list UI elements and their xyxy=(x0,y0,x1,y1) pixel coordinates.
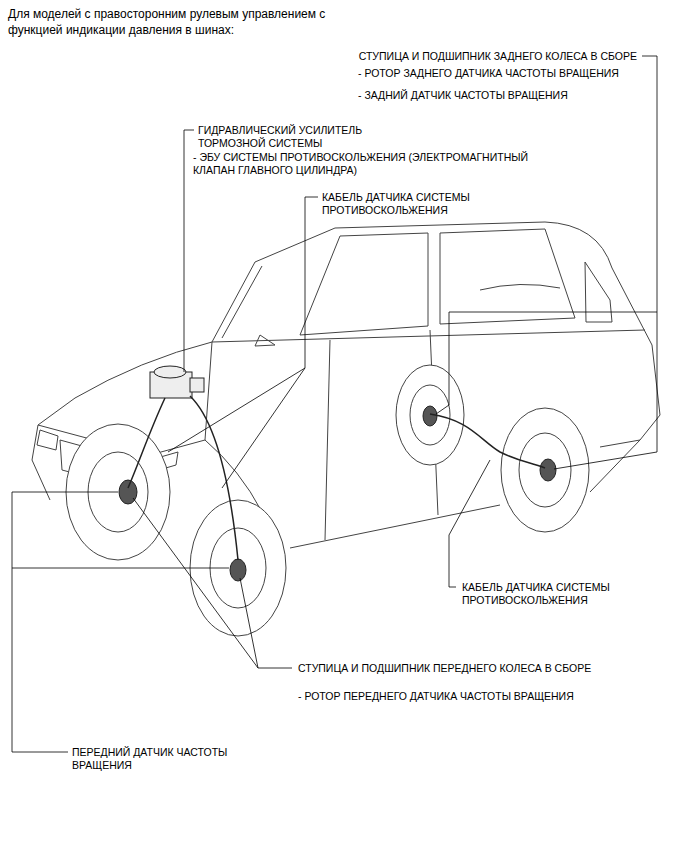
part-label: - РОТОР ПЕРЕДНЕГО ДАТЧИКА ЧАСТОТЫ ВРАЩЕН… xyxy=(298,690,574,703)
leader-lines-part xyxy=(184,130,194,372)
car-body-part xyxy=(212,330,645,342)
label-wrap: ГИДРАВЛИЧЕСКИЙ УСИЛИТЕЛЬ ТОРМОЗНОЙ СИСТЕ… xyxy=(198,124,378,150)
car-body-part xyxy=(290,505,500,548)
leader-lines-part xyxy=(222,368,305,488)
label-wrap: КАБЕЛЬ ДАТЧИКА СИСТЕМЫ ПРОТИВОСКОЛЬЖЕНИЯ xyxy=(462,581,627,607)
leader-lines-part xyxy=(554,56,657,469)
part-label: КАБЕЛЬ ДАТЧИКА СИСТЕМЫ ПРОТИВОСКОЛЬЖЕНИЯ xyxy=(322,191,487,217)
leader-lines-part xyxy=(436,312,657,414)
car-body-part xyxy=(37,430,58,450)
leader-lines-part xyxy=(12,568,229,569)
sensor-cables-part xyxy=(128,398,165,488)
part-label: - ЗАДНИЙ ДАТЧИК ЧАСТОТЫ ВРАЩЕНИЯ xyxy=(358,89,568,102)
label-wrap: - ЭБУ СИСТЕМЫ ПРОТИВОСКОЛЬЖЕНИЯ (ЭЛЕКТРО… xyxy=(193,151,563,177)
leader-lines-part xyxy=(133,498,292,668)
sensor-hubs-part xyxy=(540,459,556,481)
part-label: СТУПИЦА И ПОДШИПНИК ПЕРЕДНЕГО КОЛЕСА В С… xyxy=(298,662,591,675)
car-body-part xyxy=(300,233,428,335)
sensor-cables-part xyxy=(430,414,545,468)
label-wrap: - РОТОР ПЕРЕДНЕГО ДАТЧИКА ЧАСТОТЫ ВРАЩЕН… xyxy=(298,690,574,703)
car-body-part xyxy=(480,284,560,290)
leader-lines-part xyxy=(12,492,118,752)
label-wrap: СТУПИЦА И ПОДШИПНИК ЗАДНЕГО КОЛЕСА В СБО… xyxy=(359,50,637,63)
part-label: КАБЕЛЬ ДАТЧИКА СИСТЕМЫ ПРОТИВОСКОЛЬЖЕНИЯ xyxy=(462,581,627,607)
wheels-part xyxy=(519,433,571,507)
sensor-hubs-part xyxy=(230,559,246,581)
leader-lines-part xyxy=(240,578,258,668)
wheels-part xyxy=(501,408,589,532)
wheels-part xyxy=(410,385,450,445)
car-body-part xyxy=(585,262,612,322)
label-wrap: КАБЕЛЬ ДАТЧИКА СИСТЕМЫ ПРОТИВОСКОЛЬЖЕНИЯ xyxy=(322,191,487,217)
label-wrap: - ЗАДНИЙ ДАТЧИК ЧАСТОТЫ ВРАЩЕНИЯ xyxy=(358,89,568,102)
diagram-title: Для моделей с правосторонним рулевым упр… xyxy=(8,6,368,38)
sensor-cables xyxy=(128,396,545,560)
wheels-part xyxy=(396,365,464,465)
leader-lines-part xyxy=(449,460,490,587)
brake-booster-part xyxy=(190,378,204,392)
part-label: ПЕРЕДНИЙ ДАТЧИК ЧАСТОТЫ ВРАЩЕНИЯ xyxy=(72,746,242,772)
car-body-part xyxy=(440,229,575,324)
car-body xyxy=(32,222,660,548)
leader-lines xyxy=(12,56,657,752)
sensor-cables-part xyxy=(190,396,238,560)
leader-lines-part xyxy=(168,197,318,452)
label-wrap: ПЕРЕДНИЙ ДАТЧИК ЧАСТОТЫ ВРАЩЕНИЯ xyxy=(72,746,242,772)
part-label: СТУПИЦА И ПОДШИПНИК ЗАДНЕГО КОЛЕСА В СБО… xyxy=(359,50,637,63)
car-body-part xyxy=(255,335,275,346)
title-wrap: Для моделей с правосторонним рулевым упр… xyxy=(8,6,368,38)
brake-booster xyxy=(150,366,204,398)
car-body-part xyxy=(222,266,262,338)
sensor-hubs-part xyxy=(423,406,437,426)
car-body-part xyxy=(212,262,255,342)
brake-booster-part xyxy=(154,366,186,378)
part-label: ГИДРАВЛИЧЕСКИЙ УСИЛИТЕЛЬ ТОРМОЗНОЙ СИСТЕ… xyxy=(198,124,378,150)
car-body-part xyxy=(590,440,640,492)
part-label: - ЭБУ СИСТЕМЫ ПРОТИВОСКОЛЬЖЕНИЯ (ЭЛЕКТРО… xyxy=(193,151,563,177)
car-body-part xyxy=(325,340,330,540)
part-label: - РОТОР ЗАДНЕГО ДАТЧИКА ЧАСТОТЫ ВРАЩЕНИЯ xyxy=(358,67,619,80)
label-wrap: - РОТОР ЗАДНЕГО ДАТЧИКА ЧАСТОТЫ ВРАЩЕНИЯ xyxy=(358,67,619,80)
sensor-hubs xyxy=(119,406,556,581)
label-wrap: СТУПИЦА И ПОДШИПНИК ПЕРЕДНЕГО КОЛЕСА В С… xyxy=(298,662,591,675)
